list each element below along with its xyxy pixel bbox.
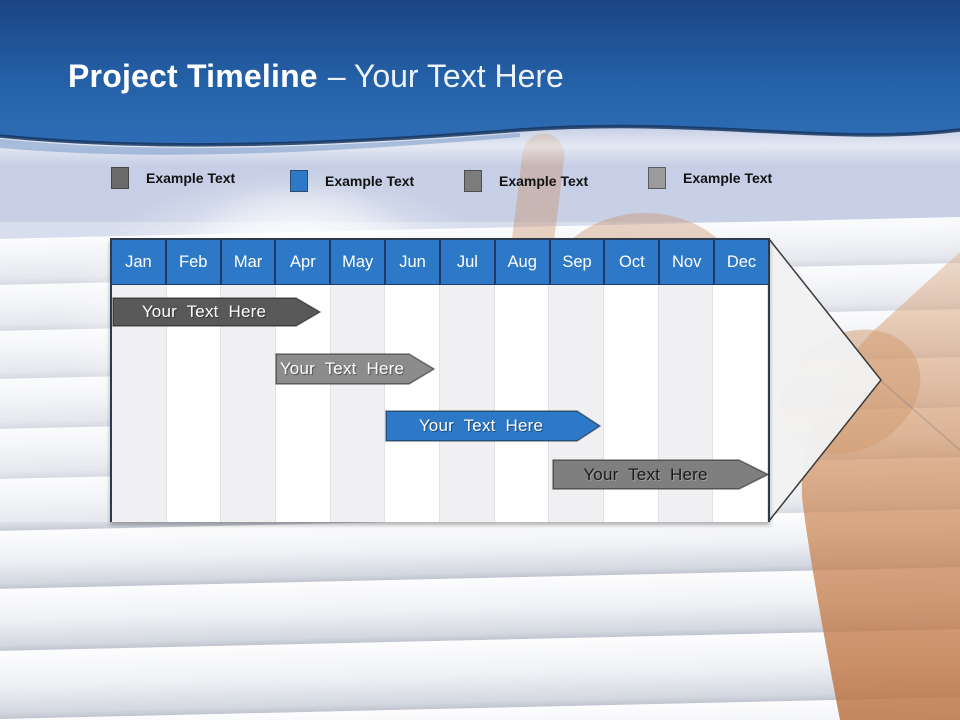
month-cell-feb: Feb <box>166 240 222 284</box>
slide-title: Project Timeline– Your Text Here <box>68 58 564 95</box>
month-cell-jun: Jun <box>386 240 441 284</box>
month-cell-may: May <box>331 240 387 284</box>
legend-item: Example Text <box>290 170 414 192</box>
bar-label: Your Text Here <box>141 302 267 321</box>
month-cell-jan: Jan <box>112 240 167 284</box>
legend-label: Example Text <box>499 173 589 189</box>
slide-title-placeholder: – Your Text Here <box>327 58 564 94</box>
legend-item: Example Text <box>464 170 588 192</box>
month-cell-mar: Mar <box>221 240 277 284</box>
legend-swatch <box>464 170 482 192</box>
legend-swatch <box>111 167 129 189</box>
big-arrow <box>768 238 884 522</box>
legend-item: Example Text <box>648 167 772 189</box>
grid-column <box>494 285 550 522</box>
legend-label: Example Text <box>683 170 773 186</box>
timeline-bar-4: Your Text Here <box>552 459 770 490</box>
timeline-bar-1: Your Text Here <box>112 297 322 327</box>
timeline-grid: Your Text Here Your Text Here Your Text … <box>112 285 770 522</box>
timeline-table: Jan Feb Mar Apr May Jun Jul Aug Sep Oct … <box>110 238 770 522</box>
month-cell-dec: Dec <box>715 240 768 284</box>
slide-title-main: Project Timeline <box>68 58 318 94</box>
bar-label: Your Text Here <box>279 359 405 378</box>
grid-column <box>385 285 441 522</box>
bar-label: Your Text Here <box>418 416 544 435</box>
grid-column <box>330 285 386 522</box>
legend-swatch <box>290 170 308 192</box>
bar-label: Your Text Here <box>583 464 708 484</box>
month-cell-apr: Apr <box>276 240 332 284</box>
legend-label: Example Text <box>325 173 415 189</box>
legend-swatch <box>648 167 666 189</box>
month-cell-aug: Aug <box>495 240 551 284</box>
month-cell-sep: Sep <box>550 240 606 284</box>
timeline-bar-2: Your Text Here <box>275 353 436 385</box>
legend-item: Example Text <box>111 167 235 189</box>
timeline-bar-3: Your Text Here <box>385 410 602 442</box>
month-cell-jul: Jul <box>440 240 496 284</box>
month-cell-nov: Nov <box>660 240 716 284</box>
grid-column <box>440 285 495 522</box>
month-header-row: Jan Feb Mar Apr May Jun Jul Aug Sep Oct … <box>112 240 768 285</box>
month-cell-oct: Oct <box>605 240 661 284</box>
legend-label: Example Text <box>146 170 236 186</box>
